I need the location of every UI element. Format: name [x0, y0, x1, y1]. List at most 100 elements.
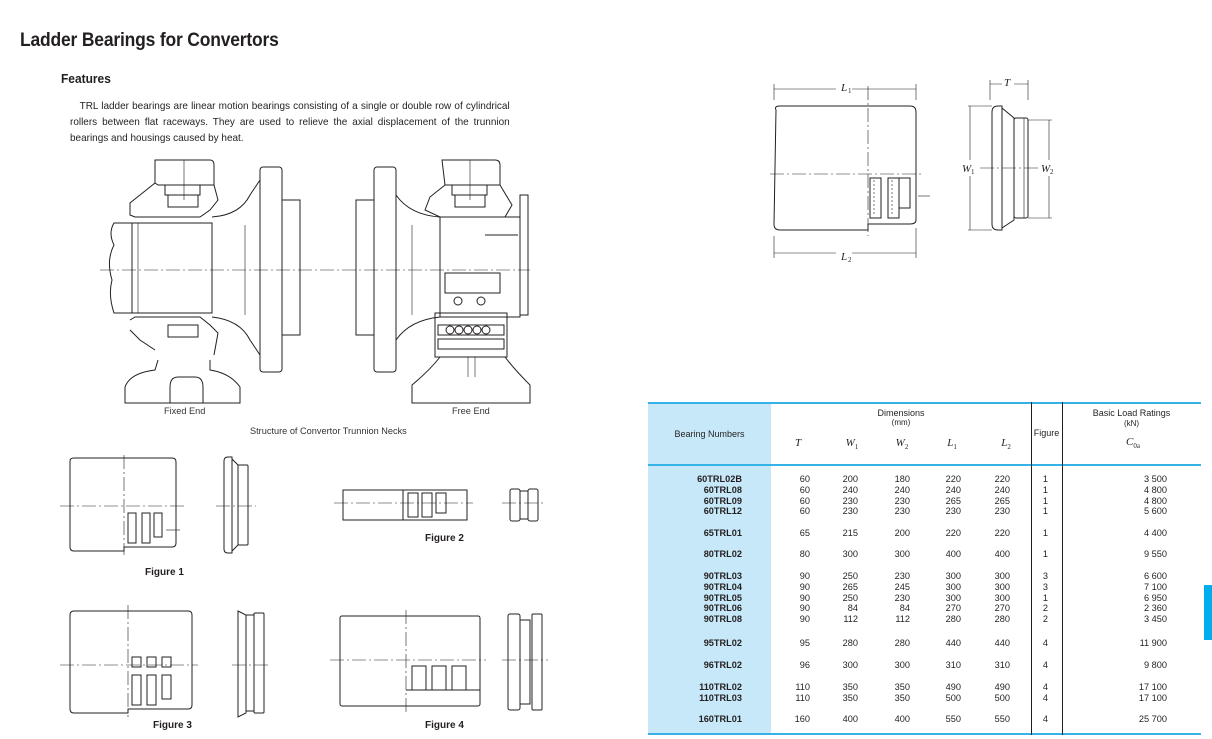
header-bearing-numbers: Bearing Numbers — [674, 429, 745, 439]
table-divider-figure-left — [1031, 402, 1032, 735]
table-header-rule — [648, 464, 1201, 466]
cell-c0a: 25 700 — [1138, 714, 1167, 724]
free-end-label: Free End — [452, 406, 490, 416]
page-title: Ladder Bearings for Convertors — [20, 30, 279, 51]
figure-2-caption: Figure 2 — [425, 533, 464, 544]
cell-l2: 550 — [994, 714, 1010, 724]
cell-c0a: 6 950 — [1144, 592, 1167, 603]
cell-c0a: 4 800 — [1144, 495, 1167, 506]
cell-l1: 300 — [945, 571, 961, 581]
header-col-l1: L1 — [942, 437, 962, 451]
cell-w2: 280 — [894, 638, 910, 648]
cell-l2: 300 — [994, 571, 1010, 581]
cell-w2: 230 — [894, 592, 910, 603]
cell-w2: 230 — [894, 571, 910, 581]
cell-figure: 4 — [1042, 638, 1048, 648]
cell-w2: 180 — [894, 474, 910, 484]
cell-l1: 500 — [945, 692, 961, 703]
cell-w2: 300 — [894, 549, 910, 559]
cell-c0a: 4 800 — [1144, 484, 1167, 495]
cell-t: 96 — [799, 660, 810, 670]
cell-w1: 265 — [842, 581, 858, 592]
bearing-number-cell: 90TRL05 — [703, 592, 742, 603]
bearing-number-cell: 90TRL06 — [703, 603, 742, 614]
table-divider-figure-right — [1062, 402, 1063, 735]
figure-4-caption: Figure 4 — [425, 720, 464, 731]
header-col-t-text: T — [794, 437, 802, 449]
cell-figure: 1 — [1042, 549, 1048, 559]
header-dimensions: Dimensions — [877, 408, 925, 418]
cell-w1: 230 — [842, 506, 858, 517]
table-bottom-rule — [648, 733, 1201, 735]
dim-l1-sub: 1 — [848, 87, 852, 95]
figure-3-caption: Figure 3 — [153, 720, 192, 731]
cell-c0a: 3 500 — [1144, 474, 1167, 484]
cell-figure: 1 — [1042, 474, 1048, 484]
cell-w2: 300 — [894, 660, 910, 670]
cell-t: 90 — [799, 571, 810, 581]
cell-t: 90 — [799, 581, 810, 592]
dim-l1-text: L — [840, 82, 847, 94]
header-col-l1-sub: 1 — [953, 443, 957, 452]
cell-c0a: 7 100 — [1144, 581, 1167, 592]
cell-w2: 240 — [894, 484, 910, 495]
cell-w1: 400 — [842, 714, 858, 724]
cell-l2: 400 — [994, 549, 1010, 559]
cell-t: 110 — [795, 692, 810, 703]
cell-w2: 350 — [894, 692, 910, 703]
cell-w1: 350 — [842, 692, 858, 703]
cell-w1: 112 — [843, 614, 858, 625]
cell-t: 160 — [794, 714, 810, 724]
cell-t: 60 — [799, 495, 810, 506]
cell-figure: 1 — [1042, 495, 1048, 506]
cell-c0a: 11 900 — [1139, 638, 1167, 648]
bearing-number-cell: 96TRL02 — [703, 660, 742, 670]
cell-figure: 2 — [1042, 603, 1048, 614]
cell-l1: 280 — [945, 614, 961, 625]
cell-w2: 230 — [894, 495, 910, 506]
header-load-ratings-unit: (kN) — [1123, 419, 1140, 428]
cell-w1: 230 — [842, 495, 858, 506]
bearing-number-cell: 95TRL02 — [703, 638, 742, 648]
fixed-end-drawing — [109, 160, 300, 403]
cell-w1: 84 — [847, 603, 858, 614]
cell-c0a: 4 400 — [1144, 528, 1167, 538]
cell-t: 60 — [799, 474, 810, 484]
cell-w2: 200 — [894, 528, 910, 538]
cell-l1: 220 — [945, 528, 961, 538]
cell-t: 60 — [799, 484, 810, 495]
dim-w1-text: W — [962, 163, 972, 175]
dim-w2-sub: 2 — [1050, 168, 1054, 176]
dim-w2-text: W — [1041, 163, 1051, 175]
bearing-number-cell: 160TRL01 — [698, 714, 742, 724]
cell-figure: 4 — [1042, 714, 1048, 724]
cell-l2: 310 — [994, 660, 1010, 670]
cell-w2: 230 — [894, 506, 910, 517]
cell-t: 95 — [799, 638, 810, 648]
bearing-number-cell: 60TRL09 — [703, 495, 742, 506]
header-col-w1-sub: 1 — [854, 443, 859, 452]
header-col-l2: L2 — [996, 437, 1016, 451]
cell-c0a: 2 360 — [1144, 603, 1167, 614]
cell-t: 90 — [799, 592, 810, 603]
section-index-tab[interactable] — [1204, 585, 1212, 640]
cell-l2: 265 — [994, 495, 1010, 506]
cell-l1: 550 — [945, 714, 961, 724]
cell-l2: 440 — [994, 638, 1010, 648]
cell-l2: 220 — [994, 528, 1010, 538]
cell-l2: 270 — [994, 603, 1010, 614]
cell-l1: 265 — [945, 495, 961, 506]
dim-l2-text: L — [840, 251, 847, 263]
header-col-w2-text: W — [895, 437, 905, 449]
dim-t-text: T — [1004, 77, 1011, 89]
bearing-number-column-fill — [648, 402, 771, 735]
cell-l1: 230 — [945, 506, 961, 517]
header-col-w1-text: W — [845, 437, 855, 449]
cell-l1: 220 — [945, 474, 961, 484]
cell-w1: 350 — [842, 682, 858, 692]
bearing-number-cell: 60TRL08 — [703, 484, 742, 495]
bearing-number-cell: 60TRL02B — [697, 474, 742, 484]
